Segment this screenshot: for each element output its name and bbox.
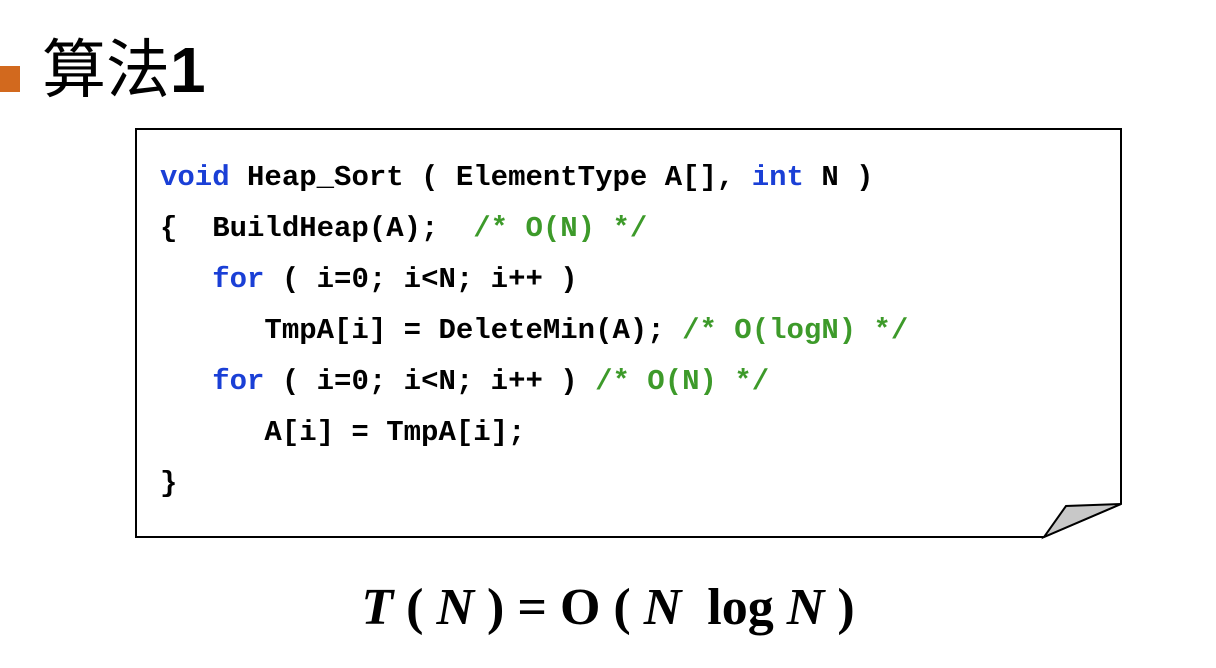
code-text: ( i=0; i<N; i++ ): [264, 263, 578, 296]
slide-title-number: 1: [170, 34, 206, 106]
code-keyword: int: [751, 161, 804, 194]
code-line: TmpA[i] = DeleteMin(A); /* O(logN) */: [160, 314, 908, 347]
formula-text: log: [681, 579, 787, 636]
code-line: A[i] = TmpA[i];: [160, 416, 525, 449]
slide-title: 算法1: [42, 30, 206, 111]
complexity-formula: T ( N ) = O ( N log N ): [0, 576, 1216, 640]
formula-variable: N: [643, 579, 682, 636]
code-line: for ( i=0; i<N; i++ ): [160, 263, 578, 296]
slide-title-text: 算法: [42, 34, 170, 108]
formula-variable: N: [786, 579, 825, 636]
code-keyword: for: [212, 365, 265, 398]
code-text: [160, 263, 212, 296]
code-keyword: void: [160, 161, 230, 194]
code-comment: /* O(N) */: [473, 212, 648, 245]
code-text: ( i=0; i<N; i++ ): [264, 365, 596, 398]
code-block: void Heap_Sort ( ElementType A[], int N …: [160, 152, 908, 509]
formula-variable: T: [361, 579, 394, 636]
code-text: A[i] = TmpA[i];: [160, 416, 526, 449]
code-line: for ( i=0; i<N; i++ ) /* O(N) */: [160, 365, 769, 398]
code-text: TmpA[i] = DeleteMin(A);: [160, 314, 683, 347]
formula-text: (: [393, 579, 437, 636]
code-comment: /* O(logN) */: [682, 314, 909, 347]
code-line: void Heap_Sort ( ElementType A[], int N …: [160, 161, 874, 194]
title-bullet-marker: [0, 66, 20, 92]
code-keyword: for: [212, 263, 265, 296]
code-text: { BuildHeap(A);: [160, 212, 474, 245]
code-line: }: [160, 467, 177, 500]
formula-variable: N: [436, 579, 475, 636]
note-folded-corner: [1041, 503, 1122, 540]
code-comment: /* O(N) */: [595, 365, 770, 398]
code-text: N ): [803, 161, 874, 194]
code-text: }: [160, 467, 178, 500]
code-text: [160, 365, 212, 398]
code-line: { BuildHeap(A); /* O(N) */: [160, 212, 647, 245]
code-text: Heap_Sort ( ElementType A[],: [229, 161, 752, 194]
formula-text: ) = O (: [474, 579, 644, 636]
formula-text: ): [824, 579, 855, 636]
